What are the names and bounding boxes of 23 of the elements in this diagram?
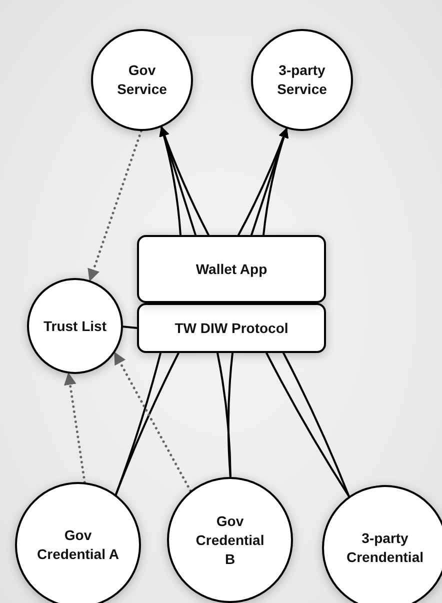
node-label: Gov Service — [117, 61, 167, 99]
arrow — [160, 126, 210, 236]
rounded-box — [137, 303, 326, 353]
rounded-box — [137, 235, 326, 303]
connector-line — [266, 352, 350, 498]
node-label: TW DIW Protocol — [174, 318, 288, 338]
node-label: 3-party Service — [277, 61, 327, 99]
node-label: Gov Credential A — [37, 526, 119, 564]
dotted-arrow — [64, 372, 86, 484]
node-label: 3-party Crendential — [345, 529, 424, 567]
arrow — [262, 128, 289, 236]
node-label: Trust List — [43, 316, 106, 336]
dotted-arrow — [88, 130, 142, 282]
connector-line — [122, 326, 138, 329]
dotted-arrow — [114, 352, 192, 492]
connector-line — [227, 352, 234, 478]
arrow — [159, 126, 196, 236]
node-label: Gov Credential B — [194, 512, 266, 568]
connector-line — [114, 352, 180, 496]
arrow — [238, 128, 288, 236]
arrow — [159, 126, 182, 236]
node-label: Wallet App — [196, 260, 268, 278]
connector-line — [282, 352, 350, 498]
